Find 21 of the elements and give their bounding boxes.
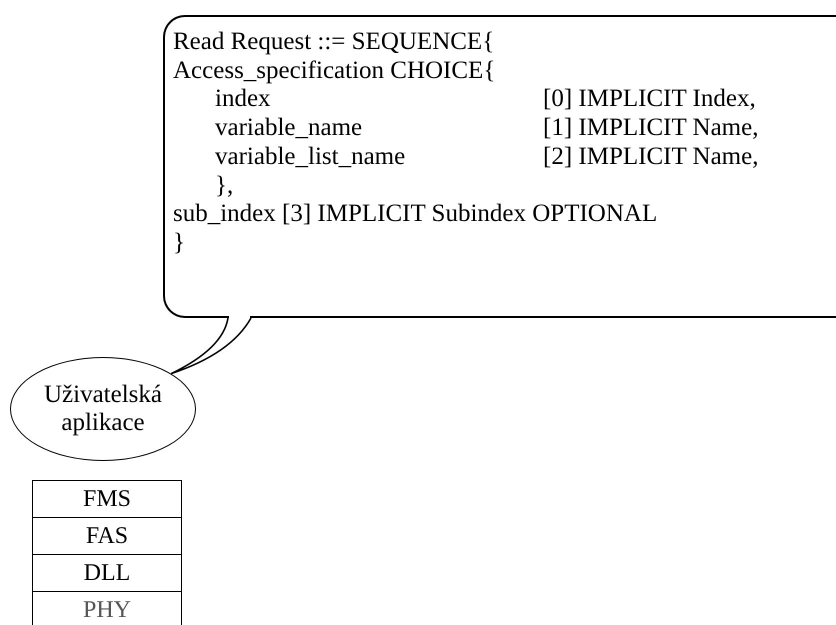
layer-box: [32, 554, 182, 592]
layer-box: [32, 517, 182, 555]
layer-box: [32, 480, 182, 518]
code-line: [2] IMPLICIT Name,: [543, 142, 758, 171]
code-line: }: [173, 228, 185, 257]
code-line: variable_name: [215, 113, 362, 142]
layer-label: DLL: [84, 560, 130, 586]
code-line: sub_index [3] IMPLICIT Subindex OPTIONAL: [173, 199, 658, 228]
ellipse-label: Uživatelská aplikace: [43, 381, 163, 437]
code-line: [1] IMPLICIT Name,: [543, 113, 758, 142]
code-line: variable_list_name: [215, 142, 406, 171]
code-line: Read Request ::= SEQUENCE{: [173, 27, 494, 56]
layer-label: FAS: [86, 522, 128, 550]
code-line: [0] IMPLICIT Index,: [543, 84, 756, 114]
code-line: },: [215, 170, 234, 200]
layer-label: FMS: [82, 486, 132, 512]
layer-label: PHY: [82, 596, 131, 624]
code-line: index: [215, 84, 271, 114]
callout-tail: [170, 317, 252, 374]
speech-bubble: [163, 15, 836, 318]
code-line: Access_specification CHOICE{: [173, 56, 496, 85]
